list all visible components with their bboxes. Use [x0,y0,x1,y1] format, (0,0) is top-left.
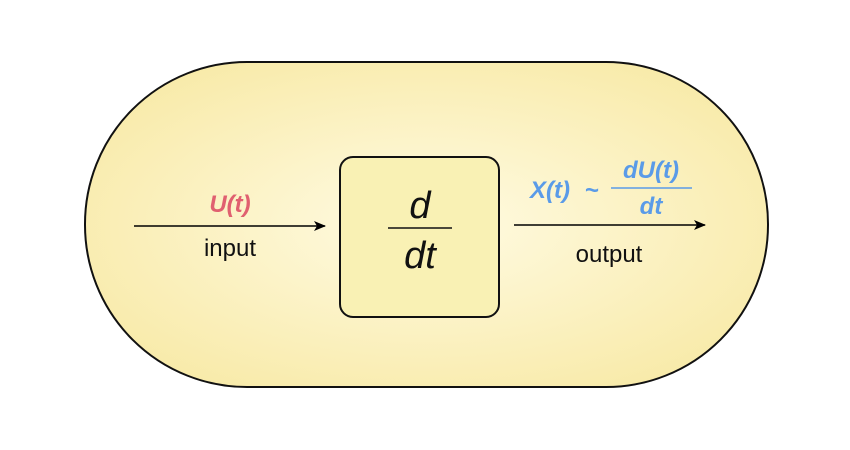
derivative-operator-box [339,156,500,318]
input-label: input [204,235,256,262]
output-relation: ~ [585,177,599,204]
operator-denominator: dt [404,235,437,277]
output-denominator: dt [640,193,664,220]
output-numerator: dU(t) [623,157,679,184]
output-label: output [576,241,643,268]
input-signal: U(t) [209,191,250,218]
operator-numerator: d [409,185,432,227]
output-signal: X(t) [528,177,570,204]
